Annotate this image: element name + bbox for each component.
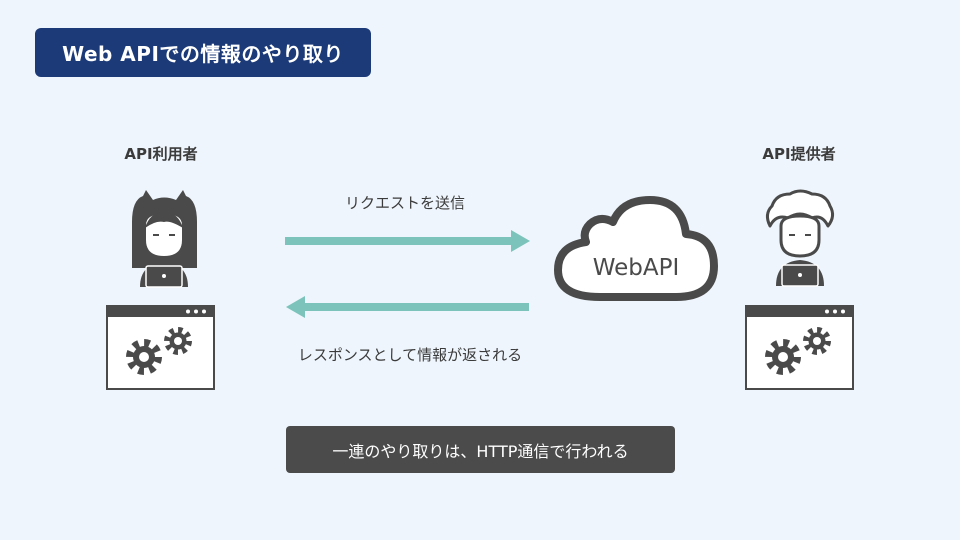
- api-user-app-window: [106, 305, 215, 390]
- webapi-cloud-icon: [554, 196, 718, 301]
- gear-icon: [765, 339, 801, 375]
- cloud-label: WebAPI: [593, 255, 680, 281]
- request-arrow: [285, 230, 530, 252]
- api-user-person-icon: [132, 190, 197, 288]
- gear-icon: [803, 327, 831, 355]
- api-user-label: API利用者: [124, 145, 198, 163]
- response-label: レスポンスとして情報が返される: [297, 346, 523, 364]
- request-label: リクエストを送信: [344, 194, 465, 212]
- gear-icon: [164, 327, 192, 355]
- gear-icon: [126, 339, 162, 375]
- page-title: Web APIでの情報のやり取り: [35, 28, 371, 77]
- api-provider-label: API提供者: [762, 145, 836, 163]
- response-arrow: [286, 296, 529, 318]
- api-provider-person-icon: [765, 189, 835, 287]
- api-provider-app-window: [745, 305, 854, 390]
- footer-note: 一連のやり取りは、HTTP通信で行われる: [286, 426, 675, 473]
